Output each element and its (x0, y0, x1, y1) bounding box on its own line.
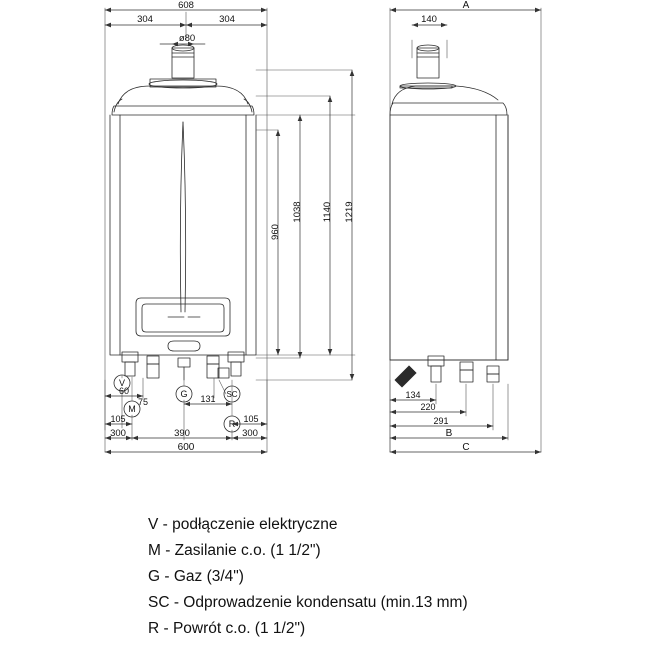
dim-600: 600 (178, 442, 195, 453)
marker-v: V (119, 378, 125, 388)
marker-m: M (128, 404, 136, 414)
dim-608: 608 (178, 0, 194, 11)
dim-304-left: 304 (137, 14, 153, 25)
legend-item-sc: SC - Odprowadzenie kondensatu (min.13 mm… (148, 594, 468, 611)
marker-g: G (180, 389, 187, 399)
dim-75: 75 (138, 397, 148, 407)
dim-c: C (462, 442, 469, 453)
dim-291: 291 (433, 416, 448, 426)
dim-960: 960 (270, 224, 281, 240)
legend-item-m: M - Zasilanie c.o. (1 1/2") (148, 542, 321, 559)
dim-1219: 1219 (344, 201, 355, 222)
dim-300-left: 300 (110, 428, 126, 439)
marker-r: R (229, 419, 236, 429)
dim-1140: 1140 (322, 202, 333, 222)
legend-item-v: V - podłączenie elektryczne (148, 516, 338, 533)
dim-flue-diameter: ø80 (179, 33, 195, 44)
marker-sc: SC (226, 390, 237, 399)
dim-60: 60 (119, 386, 129, 396)
legend-item-g: G - Gaz (3/4") (148, 568, 244, 585)
dim-390: 390 (174, 428, 190, 439)
dim-a: A (463, 0, 470, 11)
dim-105-right: 105 (243, 414, 258, 424)
dim-1038: 1038 (292, 201, 303, 222)
dim-134: 134 (405, 390, 420, 400)
legend-item-r: R - Powrót c.o. (1 1/2") (148, 620, 306, 637)
dim-304-right: 304 (219, 14, 235, 25)
dim-105-left: 105 (110, 414, 125, 424)
legend: V - podłączenie elektryczne M - Zasilani… (148, 512, 568, 642)
dim-140: 140 (421, 14, 437, 25)
dim-220: 220 (420, 402, 435, 412)
dim-300-right: 300 (242, 428, 258, 439)
dim-131: 131 (200, 394, 215, 404)
dim-b: B (446, 428, 453, 439)
